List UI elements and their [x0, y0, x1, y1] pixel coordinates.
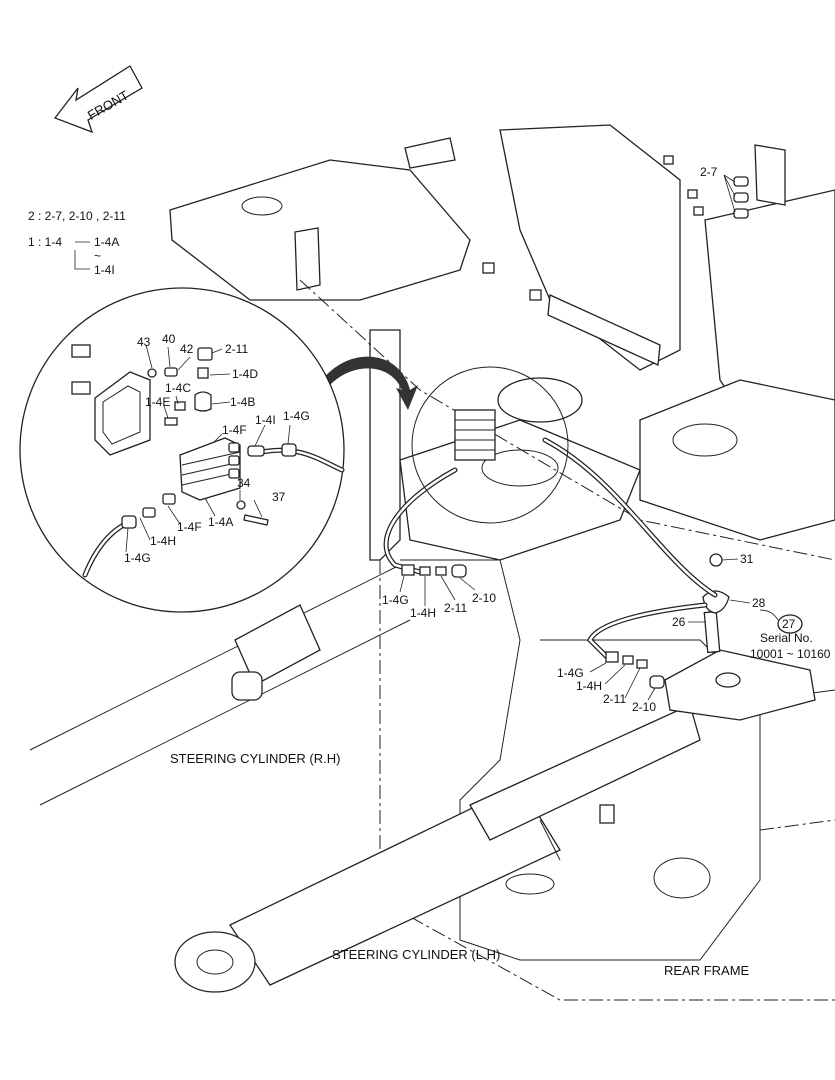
detail-label-1-4f-bottom: 1-4F — [177, 520, 202, 534]
grease-hoses — [383, 437, 718, 663]
detail-label-1-4f-top: 1-4F — [222, 423, 247, 437]
detail-label-2-11: 2-11 — [225, 342, 248, 356]
label-26: 26 — [672, 615, 686, 629]
fittings-lh: 1-4G 1-4H 2-11 2-10 — [557, 651, 665, 714]
label-28: 28 — [752, 596, 766, 610]
detail-label-1-4g-top: 1-4G — [283, 409, 310, 423]
detail-label-1-4i: 1-4I — [255, 413, 276, 427]
label-31: 31 — [740, 552, 754, 566]
detail-label-1-4e: 1-4E — [145, 395, 170, 409]
detail-label-1-4c: 1-4C — [165, 381, 191, 395]
label-1-4g-a: 1-4G — [382, 593, 409, 607]
detail-label-1-4h: 1-4H — [150, 534, 176, 548]
detail-label-40: 40 — [162, 332, 176, 346]
detail-label-43: 43 — [137, 335, 151, 349]
rear-pivot-bracket — [664, 553, 816, 721]
steering-cylinder-lh — [174, 704, 701, 993]
label-27: 27 — [782, 617, 796, 631]
label-2-10-b: 2-10 — [632, 700, 656, 714]
steering-cylinder-rh — [29, 564, 411, 806]
detail-circle — [19, 287, 345, 613]
detail-label-1-4g-bottom: 1-4G — [124, 551, 151, 565]
detail-reference — [322, 356, 569, 524]
label-1-4h-b: 1-4H — [576, 679, 602, 693]
label-1-4h-a: 1-4H — [410, 606, 436, 620]
detail-label-34: 34 — [237, 476, 251, 490]
caption-rear-frame: REAR FRAME — [664, 963, 750, 978]
detail-label-1-4b: 1-4B — [230, 395, 255, 409]
serial-line-b: 10001 ~ 10160 — [750, 647, 831, 661]
label-1-4g-b: 1-4G — [557, 666, 584, 680]
legend-bracket — [74, 241, 90, 270]
detail-label-37: 37 — [272, 490, 286, 504]
legend-line2-a: 1-4A — [94, 235, 119, 249]
detail-label-42: 42 — [180, 342, 194, 356]
front-arrow-icon: FRONT — [53, 65, 143, 134]
rear-pivot-labels: 31 28 27 Serial No. 10001 ~ 10160 26 — [672, 552, 831, 661]
legend-line1: 2 : 2-7, 2-10 , 2-11 — [28, 209, 126, 223]
legend: 2 : 2-7, 2-10 , 2-11 1 : 1-4 1-4A ~ 1-4I — [28, 209, 126, 277]
label-2-10-a: 2-10 — [472, 591, 496, 605]
serial-line-a: Serial No. — [760, 631, 813, 645]
callout-27 — [777, 614, 803, 634]
label-2-11-b: 2-11 — [603, 692, 626, 706]
label-2-11-a: 2-11 — [444, 601, 467, 615]
legend-line2-b: 1-4I — [94, 263, 115, 277]
front-frame-upper-right — [499, 124, 835, 441]
upper-mount-plate — [169, 137, 471, 301]
detail-label-1-4a: 1-4A — [208, 515, 233, 529]
detail-labels: 43 40 42 2-11 1-4D 1-4C 1-4E 1-4B 1-4I 1… — [124, 332, 310, 565]
caption-steering-cylinder-lh: STEERING CYLINDER (L.H) — [332, 947, 500, 962]
fittings-rh: 1-4G 1-4H 2-11 2-10 — [382, 564, 496, 620]
legend-line2-tilde: ~ — [94, 249, 101, 263]
detail-label-1-4d: 1-4D — [232, 367, 258, 381]
fittings-2-7: 2-7 — [482, 155, 749, 301]
caption-steering-cylinder-rh: STEERING CYLINDER (R.H) — [170, 751, 340, 766]
legend-line2-prefix: 1 : 1-4 — [28, 235, 62, 249]
rear-frame-outline — [299, 279, 835, 1001]
label-2-7: 2-7 — [700, 165, 718, 179]
